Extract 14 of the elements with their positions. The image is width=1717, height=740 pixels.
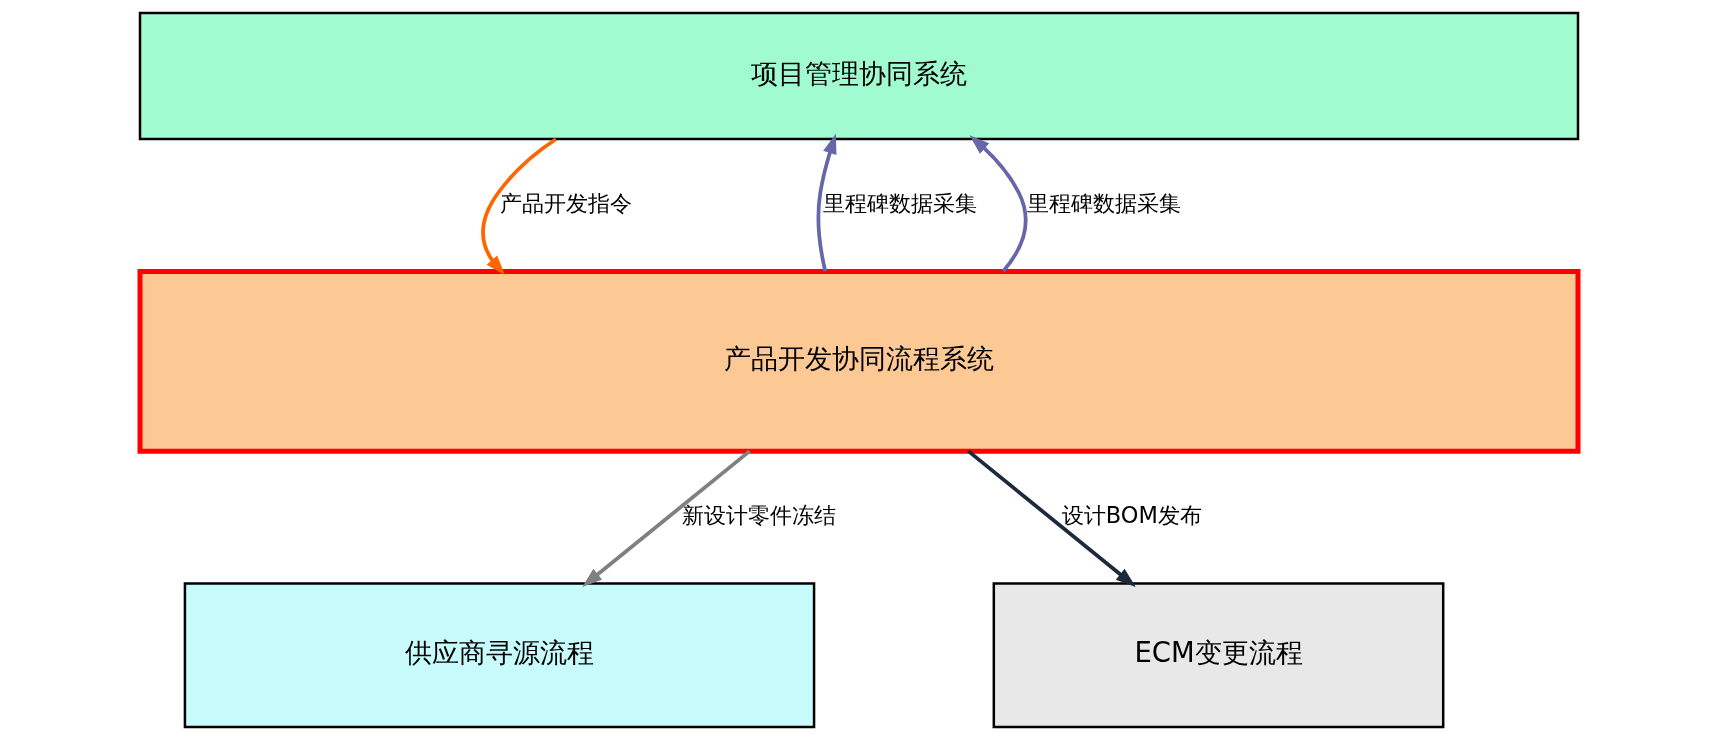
edge-label: 里程碑数据采集 [1026, 189, 1181, 216]
edge-label: 产品开发指令 [499, 189, 632, 216]
node-box: 产品开发协同流程系统 [137, 268, 1580, 454]
node-box: ECM变更流程 [992, 582, 1444, 729]
node-box: 供应商寻源流程 [183, 582, 815, 729]
edge-label: 里程碑数据采集 [822, 189, 977, 216]
arrow [966, 449, 1136, 587]
arrow [581, 449, 751, 587]
arrow [816, 133, 836, 272]
arrow [969, 135, 1028, 273]
edge-label: 新设计零件冻结 [681, 501, 836, 528]
node-box: 项目管理协同系统 [138, 11, 1579, 141]
edge-label: 设计BOM发布 [1061, 501, 1202, 528]
arrow [480, 137, 557, 276]
